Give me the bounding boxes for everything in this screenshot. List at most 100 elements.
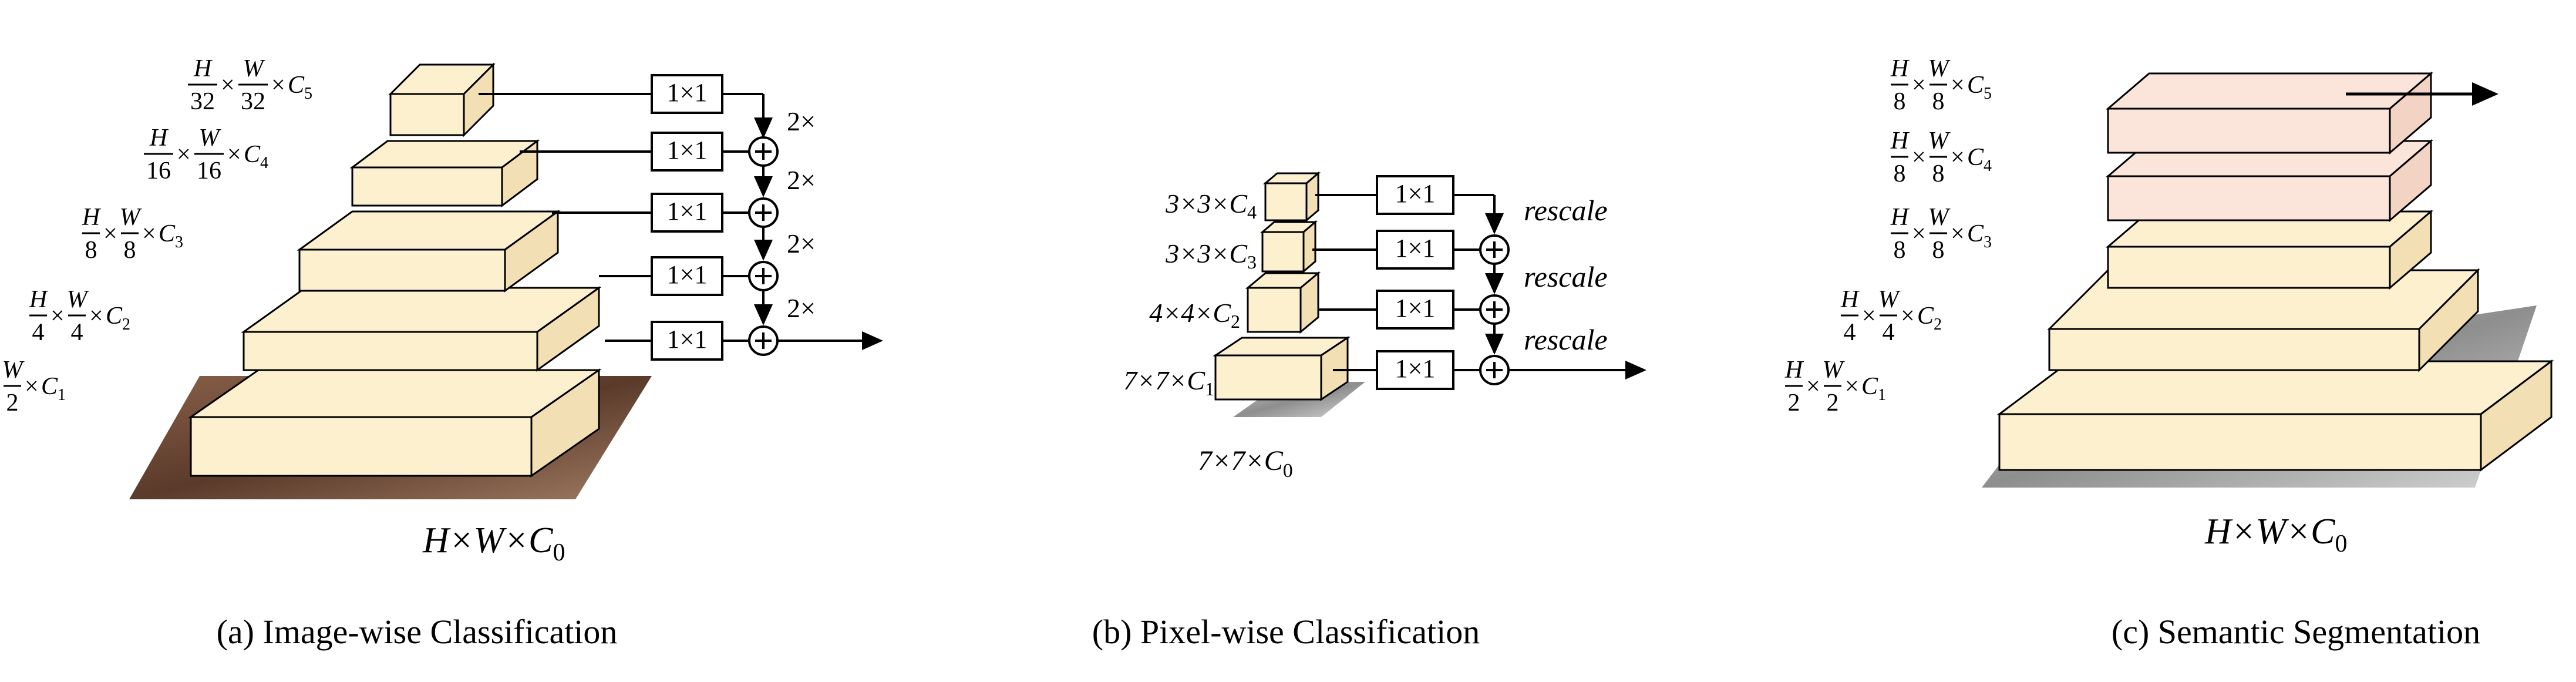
conv-boxes-b: 1×1 1×1 1×1 1×1 (1376, 175, 1454, 390)
svg-text:8: 8 (124, 237, 136, 264)
level-label-b-3: 3×3×C3 (1165, 238, 1257, 273)
input-label-b: 7×7×C0 (1198, 445, 1293, 482)
sum-node-b-3 (1479, 355, 1510, 385)
svg-text:C: C (288, 72, 305, 99)
svg-text:H: H (1784, 357, 1804, 384)
sum-node-b-1 (1479, 234, 1510, 265)
svg-text:8: 8 (1932, 88, 1945, 115)
svg-text:W: W (199, 125, 222, 152)
upsample-label: 2× (787, 106, 816, 136)
conv-box-a-1: 1×1 (651, 74, 723, 114)
sum-nodes-b (1479, 234, 1510, 385)
svg-text:×: × (1912, 72, 1926, 99)
svg-text:H: H (1890, 204, 1910, 231)
upsample-label: 2× (787, 293, 816, 323)
feature-block-b-2 (1245, 271, 1321, 334)
svg-text:1×1: 1×1 (1395, 179, 1436, 208)
svg-text:2: 2 (122, 315, 130, 334)
sum-nodes-a (748, 136, 779, 356)
svg-text:W: W (1878, 286, 1901, 313)
svg-text:×: × (1806, 373, 1820, 400)
svg-text:W: W (120, 204, 143, 231)
feature-block-a-1 (188, 368, 602, 478)
rescale-label: rescale (1524, 194, 1608, 227)
upsample-labels-a: 2× 2× 2× 2× (787, 106, 816, 323)
svg-text:×: × (177, 141, 191, 168)
input-label-c: H×W×C0 (2204, 512, 2347, 557)
svg-text:4: 4 (1883, 319, 1895, 346)
feature-block-b-4 (1262, 171, 1321, 223)
svg-text:8: 8 (85, 237, 97, 264)
svg-text:1: 1 (1878, 386, 1886, 404)
feature-block-c-1 (1996, 360, 2554, 472)
svg-text:8: 8 (1894, 237, 1906, 264)
conv-boxes-a: 1×1 1×1 1×1 1×1 1×1 (651, 74, 723, 361)
svg-text:C: C (244, 141, 261, 168)
svg-text:3: 3 (1984, 233, 1992, 251)
input-label-a: H×W×C0 (422, 520, 565, 566)
svg-text:H: H (29, 286, 49, 313)
conv-box-a-3: 1×1 (651, 193, 723, 233)
svg-text:8: 8 (1932, 237, 1945, 264)
svg-text:C: C (159, 220, 176, 247)
svg-text:16: 16 (146, 157, 171, 184)
svg-text:C: C (1917, 303, 1934, 330)
svg-text:5: 5 (1984, 85, 1992, 103)
svg-text:16: 16 (197, 157, 221, 184)
feature-block-a-2 (241, 286, 602, 372)
svg-text:8: 8 (1932, 160, 1945, 187)
svg-text:32: 32 (190, 88, 215, 115)
conv-box-b-3: 1×1 (1376, 290, 1454, 330)
svg-text:8: 8 (1894, 160, 1906, 187)
level-label-a-1: H2×W2×C1 (2, 357, 66, 416)
svg-text:5: 5 (304, 85, 312, 103)
conv-box-b-2: 1×1 (1376, 230, 1454, 270)
svg-text:×: × (227, 141, 241, 168)
sum-node-a-1 (748, 136, 779, 167)
svg-text:3: 3 (175, 233, 183, 251)
svg-text:32: 32 (241, 88, 265, 115)
svg-text:W: W (1928, 55, 1951, 82)
caption-b: (b) Pixel-wise Classification (1092, 613, 1480, 651)
svg-text:4: 4 (260, 154, 268, 172)
svg-text:H: H (82, 204, 102, 231)
feature-block-c-5 (2105, 71, 2434, 155)
svg-text:H: H (1890, 127, 1910, 154)
svg-text:4: 4 (71, 319, 83, 346)
svg-text:C: C (1967, 72, 1984, 99)
svg-text:×: × (271, 72, 285, 99)
svg-text:H: H (1890, 55, 1910, 82)
svg-text:W: W (243, 55, 266, 82)
svg-text:×: × (25, 373, 39, 400)
svg-text:1×1: 1×1 (667, 78, 708, 107)
svg-text:1×1: 1×1 (667, 325, 708, 354)
svg-text:C: C (106, 303, 123, 330)
svg-text:C: C (41, 373, 58, 400)
sum-node-a-2 (748, 197, 779, 228)
svg-text:W: W (1823, 357, 1846, 384)
rescale-label: rescale (1524, 323, 1608, 356)
svg-text:×: × (142, 220, 156, 247)
svg-text:1×1: 1×1 (1395, 234, 1436, 263)
svg-text:4: 4 (1984, 157, 1992, 175)
lateral-lines-a (479, 93, 883, 350)
svg-text:1: 1 (58, 386, 66, 404)
svg-text:2: 2 (6, 389, 19, 416)
svg-text:1×1: 1×1 (1395, 294, 1436, 322)
feature-block-c-3 (2105, 209, 2434, 290)
upsample-label: 2× (787, 165, 816, 195)
svg-text:×: × (1845, 373, 1859, 400)
svg-text:×: × (1912, 144, 1926, 171)
svg-text:2: 2 (1827, 389, 1839, 416)
svg-text:W: W (1928, 204, 1951, 231)
svg-text:1×1: 1×1 (667, 260, 708, 289)
feature-block-a-4 (349, 139, 540, 207)
sum-node-b-2 (1479, 294, 1510, 325)
